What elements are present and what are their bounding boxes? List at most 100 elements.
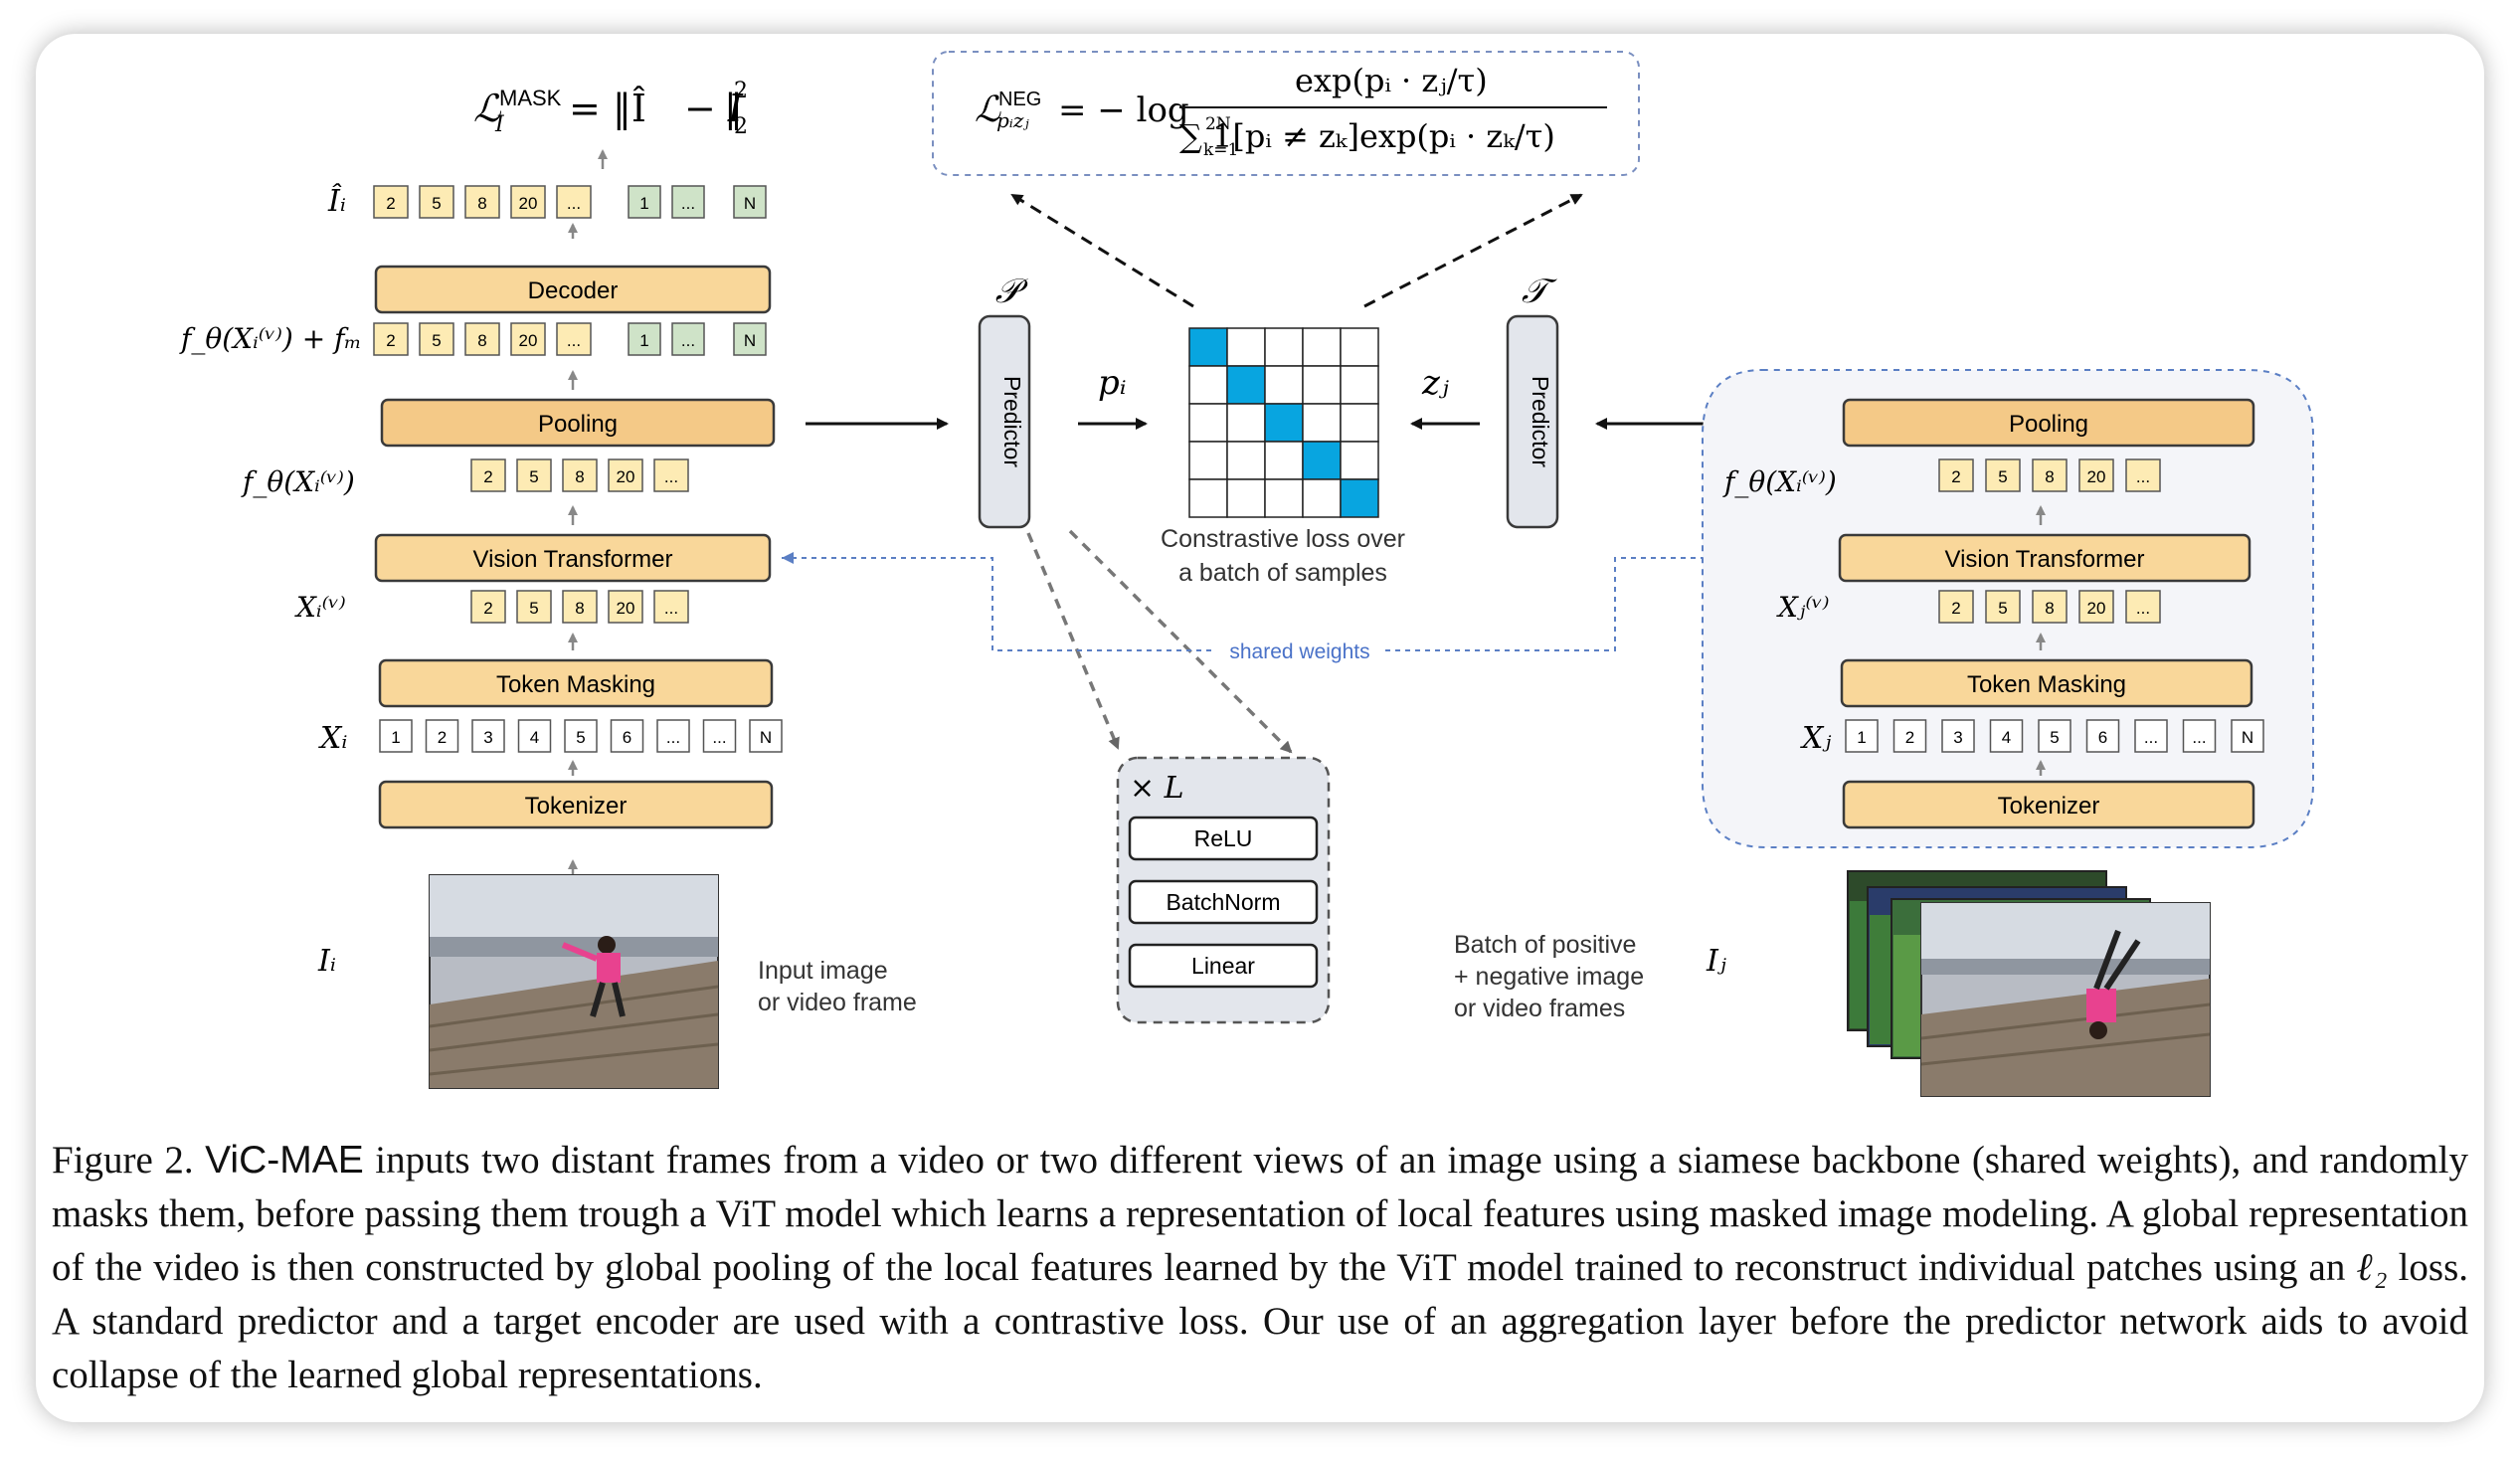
x-v-token-box — [653, 590, 689, 624]
i-hat-token-mask-token-box — [671, 185, 705, 219]
neg-loss-sum-lower: k=1 — [1203, 140, 1238, 160]
x-v-token: 20 — [617, 599, 635, 618]
matrix-caption-line2: a batch of samples — [1178, 559, 1387, 587]
i-hat-token-visible: 8 — [477, 194, 486, 213]
mask-loss-symbol: ℒ — [473, 87, 502, 130]
f-plus-token-mask-token-box — [733, 322, 767, 356]
predictor-right-label: Predictor — [1528, 376, 1553, 467]
f-theta-token: 8 — [575, 467, 584, 486]
f-plus-token-visible-box — [556, 322, 592, 356]
f-plus-token-visible: 20 — [519, 331, 538, 350]
z-label: zⱼ — [1421, 363, 1449, 403]
matrix-cell — [1226, 478, 1266, 518]
label-x-v: Xᵢ⁽ᵛ⁾ — [294, 591, 346, 624]
method-name: ViC-MAE — [205, 1139, 364, 1182]
r-f-theta-token: 8 — [2045, 467, 2054, 486]
svg-text:2: 2 — [734, 79, 748, 103]
matrix-cell — [1264, 327, 1304, 367]
matrix-diagonal-cell — [1264, 403, 1304, 443]
i-hat-token-visible-box — [556, 185, 592, 219]
matrix-cell — [1264, 365, 1304, 405]
input-caption-line1: Input image — [758, 957, 888, 985]
x-token-box — [702, 719, 737, 753]
neg-loss-denominator: ∑ 1[pᵢ ≠ zₖ]exp(pᵢ · zₖ/τ) — [1179, 117, 1555, 155]
i-hat-token-visible: 2 — [386, 194, 395, 213]
i-hat-token-mask-token: 1 — [639, 194, 648, 213]
r-x-token: ... — [2192, 728, 2206, 747]
figure-label: Figure 2. — [52, 1139, 194, 1182]
diagram: ℒ MASK I = ‖Î − I ‖ 2 2 ℒ NEG pᵢzⱼ = − l… — [179, 51, 2314, 1097]
vit-box-left — [374, 533, 772, 583]
i-hat-token-mask-token-box — [733, 185, 767, 219]
batch-caption-line1: Batch of positive — [1454, 931, 1636, 959]
r-x-v-token: 5 — [1998, 599, 2007, 618]
vit-label-right: Vision Transformer — [1945, 546, 2145, 573]
mlp-layer-label: ReLU — [1194, 825, 1253, 851]
i-hat-token-mask-token: ... — [681, 194, 695, 213]
r-x-token: 3 — [1953, 728, 1962, 747]
x-v-token: 8 — [575, 599, 584, 618]
r-x-token: N — [2242, 728, 2253, 747]
f-theta-token: 5 — [529, 467, 538, 486]
tokenizer-label-left: Tokenizer — [525, 793, 628, 820]
neg-loss-box — [932, 51, 1640, 176]
r-x-token: 2 — [1905, 728, 1914, 747]
predictor-left-label: Predictor — [999, 376, 1025, 467]
x-token-box — [656, 719, 690, 753]
matrix-cell — [1302, 327, 1342, 367]
x-v-token-box — [516, 590, 552, 624]
matrix-diagonal-cell — [1188, 327, 1228, 367]
f-theta-token-box — [653, 458, 689, 492]
r-x-token-box — [1892, 719, 1927, 753]
matrix-cell — [1302, 365, 1342, 405]
matrix-cell — [1188, 441, 1228, 480]
x-token-box — [379, 719, 413, 753]
r-x-v-token-box — [1938, 590, 1974, 624]
matrix-diagonal-cell — [1226, 365, 1266, 405]
mlp-layer-box — [1128, 879, 1319, 925]
matrix-cell — [1264, 478, 1304, 518]
mask-loss-superscript: MASK — [499, 86, 562, 110]
f-theta-token-box — [470, 458, 506, 492]
contrastive-matrix — [1188, 327, 1379, 518]
caption-math-l2: ℓ₂ — [2356, 1246, 2388, 1289]
mask-loss-subscript: I — [494, 112, 505, 137]
caption-line1: inputs two distant frames from a video o… — [375, 1139, 2242, 1182]
f-plus-token-visible: ... — [567, 331, 581, 350]
mlp-layer-box — [1128, 816, 1319, 861]
f-plus-token-mask-token-box — [671, 322, 705, 356]
tokenizer-box-right — [1842, 780, 2255, 829]
matrix-caption-line1: Constrastive loss over — [1161, 525, 1405, 553]
r-x-v-token: 2 — [1951, 599, 1960, 618]
pooling-label-left: Pooling — [538, 411, 618, 438]
f-theta-token-box — [516, 458, 552, 492]
r-x-token: 6 — [2098, 728, 2107, 747]
x-token: 5 — [576, 728, 585, 747]
r-x-token-box — [2134, 719, 2168, 753]
f-plus-token-visible-box — [419, 322, 454, 356]
r-x-v-token: 20 — [2087, 599, 2106, 618]
label-x-right: Xⱼ — [1800, 721, 1831, 756]
r-x-v-token: 8 — [2045, 599, 2054, 618]
figure-caption: Figure 2. ViC-MAE inputs two distant fra… — [52, 1134, 2468, 1402]
r-x-v-token-box — [2078, 590, 2114, 624]
f-plus-token-mask-token: ... — [681, 331, 695, 350]
pooling-label-right: Pooling — [2009, 411, 2088, 438]
r-x-v-token-box — [2125, 590, 2161, 624]
matrix-cell — [1340, 327, 1379, 367]
matrix-cell — [1340, 365, 1379, 405]
mask-loss-formula: ℒ MASK I = ‖Î − I ‖ 2 2 — [473, 79, 748, 139]
center-block: 𝒫 Predictor pᵢ Constrastive loss over a … — [782, 272, 1838, 1024]
matrix-cell — [1188, 478, 1228, 518]
neg-loss-symbol: ℒ — [975, 90, 1001, 130]
neg-loss-superscript: NEG — [998, 89, 1041, 110]
svg-text:2: 2 — [734, 114, 748, 139]
r-x-token-box — [2231, 719, 2264, 753]
decoder-label: Decoder — [528, 277, 619, 304]
caption-line4a: reconstruct individual patches using an — [1734, 1246, 2346, 1289]
label-i-right: Iⱼ — [1706, 944, 1726, 979]
x-token-box — [610, 719, 644, 753]
i-hat-token-mask-token-box — [628, 185, 661, 219]
i-hat-token-visible: 5 — [432, 194, 441, 213]
f-plus-token-visible: 8 — [477, 331, 486, 350]
